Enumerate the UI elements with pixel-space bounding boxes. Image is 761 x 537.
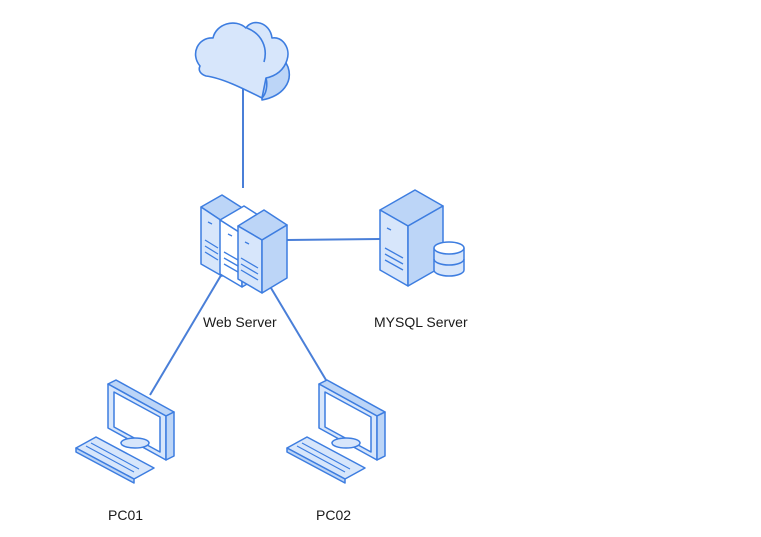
connection-web-server-mysql-server bbox=[286, 238, 381, 241]
connection-web-server-pc02 bbox=[267, 282, 330, 386]
web-server-label: Web Server bbox=[203, 314, 277, 330]
pc01-label: PC01 bbox=[108, 507, 144, 523]
database-server-icon bbox=[379, 189, 465, 287]
mysql-server-label: MYSQL Server bbox=[374, 314, 468, 330]
desktop-computer-icon bbox=[75, 379, 175, 484]
connection-web-server-pc01 bbox=[149, 271, 224, 396]
desktop-computer-icon bbox=[286, 379, 386, 484]
server-cluster-icon bbox=[200, 194, 288, 294]
pc02-label: PC02 bbox=[316, 507, 352, 523]
cloud-icon bbox=[194, 21, 290, 101]
connections bbox=[149, 85, 381, 396]
